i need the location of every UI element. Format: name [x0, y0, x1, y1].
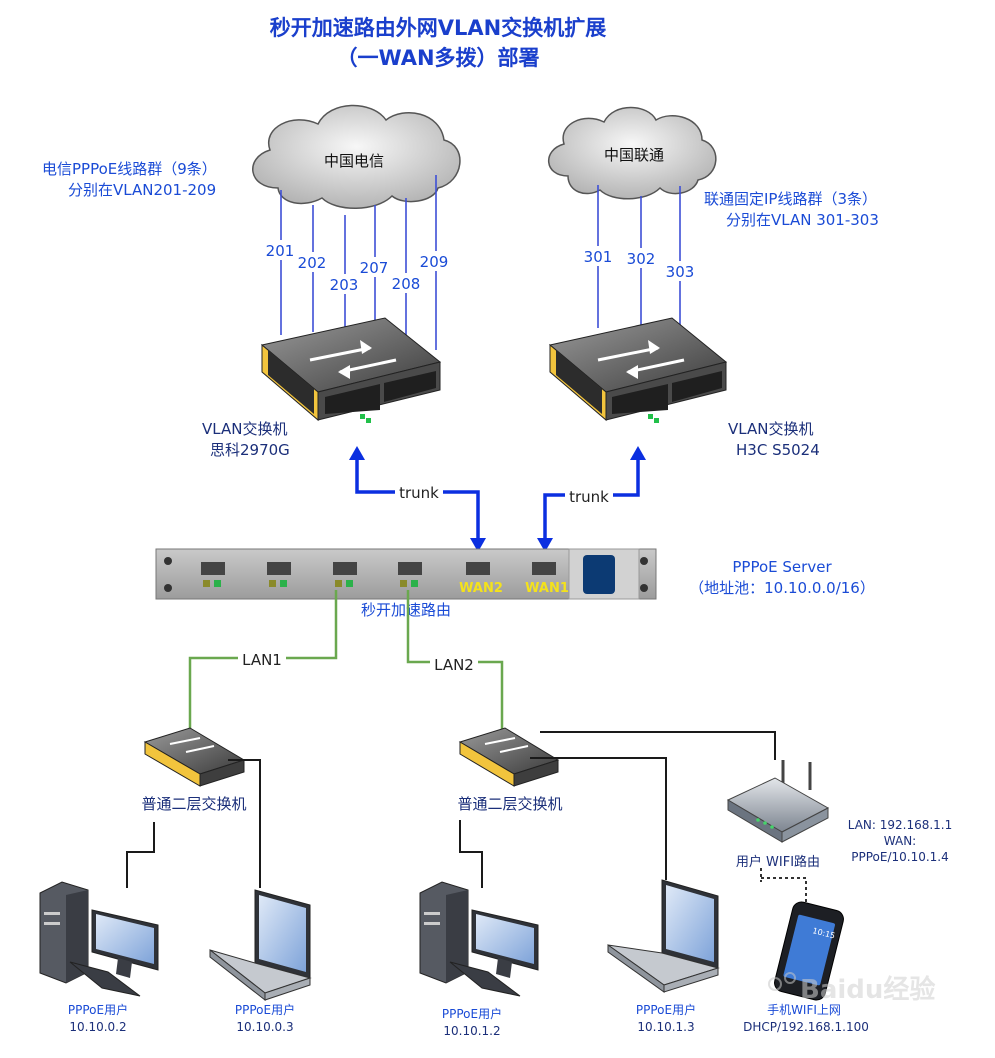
l2-switch-left-label: 普通二层交换机: [141, 795, 246, 813]
vlan-label: 203: [330, 276, 359, 294]
wifi-router-info-line2: WAN:: [884, 834, 916, 848]
cloud-china-telecom: 中国电信: [252, 104, 461, 209]
wifi-router-info-line1: LAN: 192.168.1.1: [848, 818, 953, 832]
telecom-note-line1: 电信PPPoE线路群（9条）: [42, 160, 217, 178]
wifi-router-info-line3: PPPoE/10.10.1.4: [851, 850, 949, 864]
vlan-switch-cisco-line1: VLAN交换机: [202, 420, 287, 438]
wifi-dotted-link-2: [761, 877, 807, 905]
smartphone-icon: 10:15: [774, 901, 844, 1001]
l2-switch-right-icon: [458, 727, 560, 787]
vlan-label: 201: [266, 242, 295, 260]
vlan-switch-h3c-line1: VLAN交换机: [728, 420, 813, 438]
phone-line2: DHCP/192.168.1.100: [743, 1020, 869, 1034]
acceleration-router-icon: [155, 548, 657, 600]
unicom-vlan-labels: 301 302 303: [580, 246, 698, 281]
phone-line1: 手机WIFI上网: [767, 1003, 841, 1017]
telecom-vlan-labels: 201 202 203 207 208 209: [262, 240, 452, 294]
unicom-note-line2: 分别在VLAN 301-303: [726, 211, 879, 229]
client-3-line2: 10.10.1.2: [443, 1024, 500, 1038]
telecom-note-line2: 分别在VLAN201-209: [68, 181, 216, 199]
vlan-label: 209: [420, 253, 449, 271]
laptop-right-icon: [607, 879, 720, 993]
wan1-port-label: WAN1: [525, 581, 569, 596]
vlan-label: 208: [392, 275, 421, 293]
client-cables: [126, 731, 776, 888]
lan2-label: LAN2: [434, 656, 474, 674]
trunk-right-label: trunk: [569, 488, 609, 506]
wifi-router-label: 用户 WIFI路由: [736, 854, 820, 870]
wifi-router-icon: [726, 760, 830, 843]
vlan-switch-h3c-icon: [548, 317, 728, 423]
vlan-label: 303: [666, 263, 695, 281]
client-2-line2: 10.10.0.3: [236, 1020, 293, 1034]
vlan-label: 302: [627, 250, 656, 268]
client-1-line2: 10.10.0.2: [69, 1020, 126, 1034]
client-1-line1: PPPoE用户: [68, 1002, 128, 1017]
diagram-title-line2: （一WAN多拨）部署: [336, 46, 539, 70]
vlan-label: 207: [360, 259, 389, 277]
pppoe-server-label: PPPoE Server: [732, 558, 832, 576]
vlan-switch-cisco-icon: [260, 317, 442, 423]
vlan-switch-h3c-line2: H3C S5024: [736, 441, 820, 459]
client-2-line1: PPPoE用户: [235, 1002, 295, 1017]
desktop-pc-left-icon: [39, 881, 159, 997]
l2-switch-left-icon: [143, 727, 246, 787]
desktop-pc-right-icon: [419, 881, 539, 997]
watermark-text: Baidu经验: [800, 974, 935, 1005]
l2-switch-right-label: 普通二层交换机: [457, 795, 562, 813]
laptop-left-icon: [209, 889, 312, 1002]
wan2-port-label: WAN2: [459, 581, 503, 596]
client-4-line1: PPPoE用户: [636, 1002, 696, 1017]
vlan-switch-cisco-line2: 思科2970G: [210, 441, 290, 459]
diagram-title-line1: 秒开加速路由外网VLAN交换机扩展: [270, 16, 606, 40]
router-name: 秒开加速路由: [361, 601, 451, 619]
cloud-telecom-label: 中国电信: [324, 152, 384, 170]
cloud-china-unicom: 中国联通: [547, 106, 717, 200]
pppoe-pool-label: （地址池：10.10.0.0/16）: [689, 579, 875, 597]
vlan-label: 301: [584, 248, 613, 266]
cloud-unicom-label: 中国联通: [604, 146, 664, 164]
unicom-note-line1: 联通固定IP线路群（3条）: [704, 190, 877, 208]
trunk-left-label: trunk: [399, 484, 439, 502]
client-4-line2: 10.10.1.3: [637, 1020, 694, 1034]
vlan-label: 202: [298, 254, 327, 272]
baidu-watermark-logo: Baidu经验: [768, 972, 935, 1005]
lan1-label: LAN1: [242, 651, 282, 669]
client-3-line1: PPPoE用户: [442, 1006, 502, 1021]
